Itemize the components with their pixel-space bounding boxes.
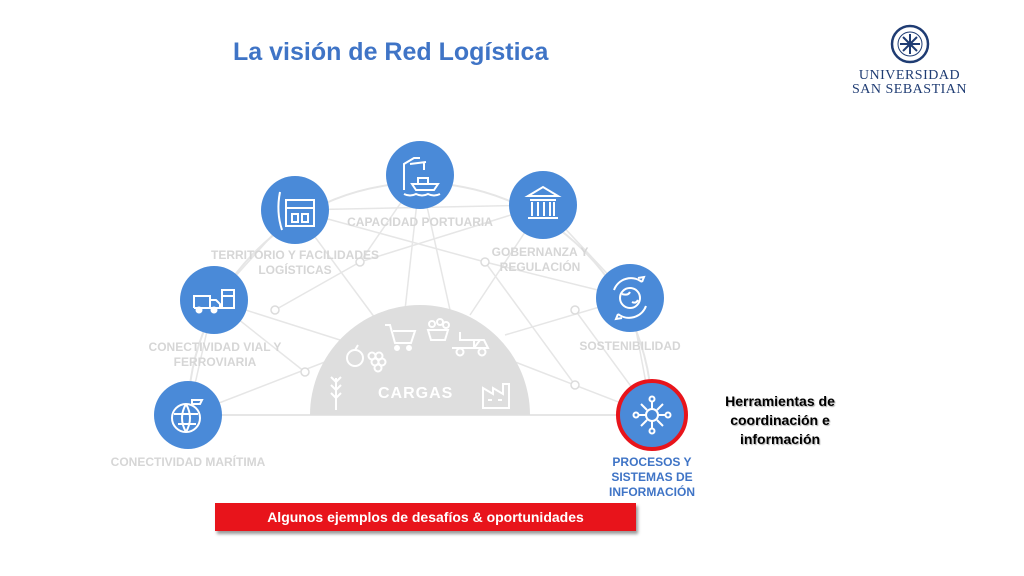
node-procesos[interactable]: [616, 379, 688, 451]
cargo-icons: [330, 318, 510, 410]
logo-line-2: SAN SEBASTIAN: [852, 82, 968, 97]
coal-cart-icon: [426, 318, 450, 341]
node-capacidad-portuaria[interactable]: [386, 141, 454, 209]
wheat-icon: [330, 376, 342, 410]
junction-dots: [270, 257, 580, 400]
port-crane-ship-icon: [403, 157, 441, 197]
label-conectividad-maritima: CONECTIVIDAD MARÍTIMA: [110, 455, 266, 469]
node-territorio[interactable]: [261, 176, 329, 244]
university-logo: UNIVERSIDAD SAN SEBASTIAN: [852, 24, 967, 104]
network-hub-icon: [632, 395, 672, 435]
node-conectividad-maritima[interactable]: [154, 381, 222, 449]
government-building-icon: [524, 185, 562, 219]
truck-train-icon: [193, 289, 235, 314]
fruit-icon: [346, 344, 387, 373]
cargas-dome: [310, 305, 530, 415]
page-title: La visión de Red Logística: [233, 38, 549, 66]
label-procesos: PROCESOS Y SISTEMAS DE INFORMACIÓN: [609, 455, 695, 499]
shopping-cart-icon: [385, 324, 417, 351]
factory-icon: [482, 383, 510, 409]
dump-truck-icon: [452, 332, 490, 357]
node-gobernanza[interactable]: [509, 171, 577, 239]
university-seal-icon: [890, 24, 929, 64]
label-sostenibilidad: SOSTENIBILIDAD: [579, 339, 681, 353]
label-gobernanza: GOBERNANZA Y REGULACIÓN: [491, 245, 589, 274]
label-conectividad-vial: CONECTIVIDAD VIAL Y FERROVIARIA: [148, 340, 282, 369]
recycle-globe-icon: [613, 275, 647, 321]
challenges-banner: Algunos ejemplos de desafíos & oportunid…: [215, 503, 636, 531]
label-capacidad-portuaria: CAPACIDAD PORTUARIA: [347, 215, 493, 229]
side-note: Herramientas de coordinación e informaci…: [725, 393, 835, 447]
warehouse-map-icon: [277, 191, 315, 231]
globe-ship-icon: [171, 399, 204, 433]
node-sostenibilidad[interactable]: [596, 264, 664, 332]
node-conectividad-vial[interactable]: [180, 266, 248, 334]
cargas-label: CARGAS: [378, 385, 454, 402]
logo-line-1: UNIVERSIDAD: [858, 68, 961, 83]
label-territorio: TERRITORIO Y FACILIDADES LOGÍSTICAS: [210, 248, 380, 277]
